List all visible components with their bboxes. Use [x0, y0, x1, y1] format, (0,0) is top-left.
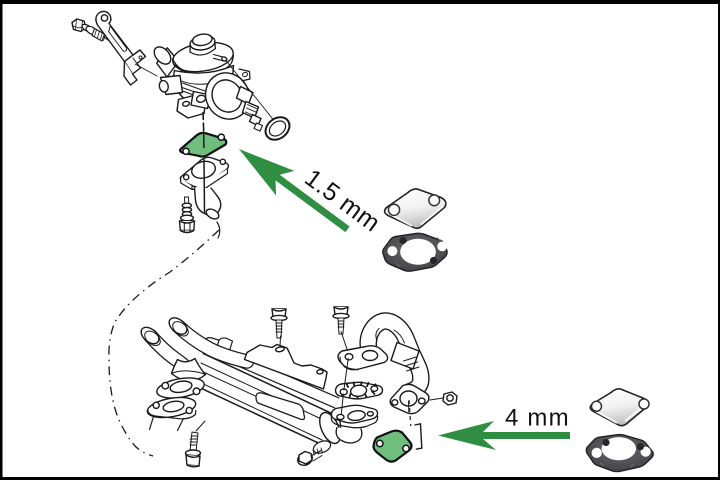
svg-text:4 mm: 4 mm	[505, 405, 570, 432]
